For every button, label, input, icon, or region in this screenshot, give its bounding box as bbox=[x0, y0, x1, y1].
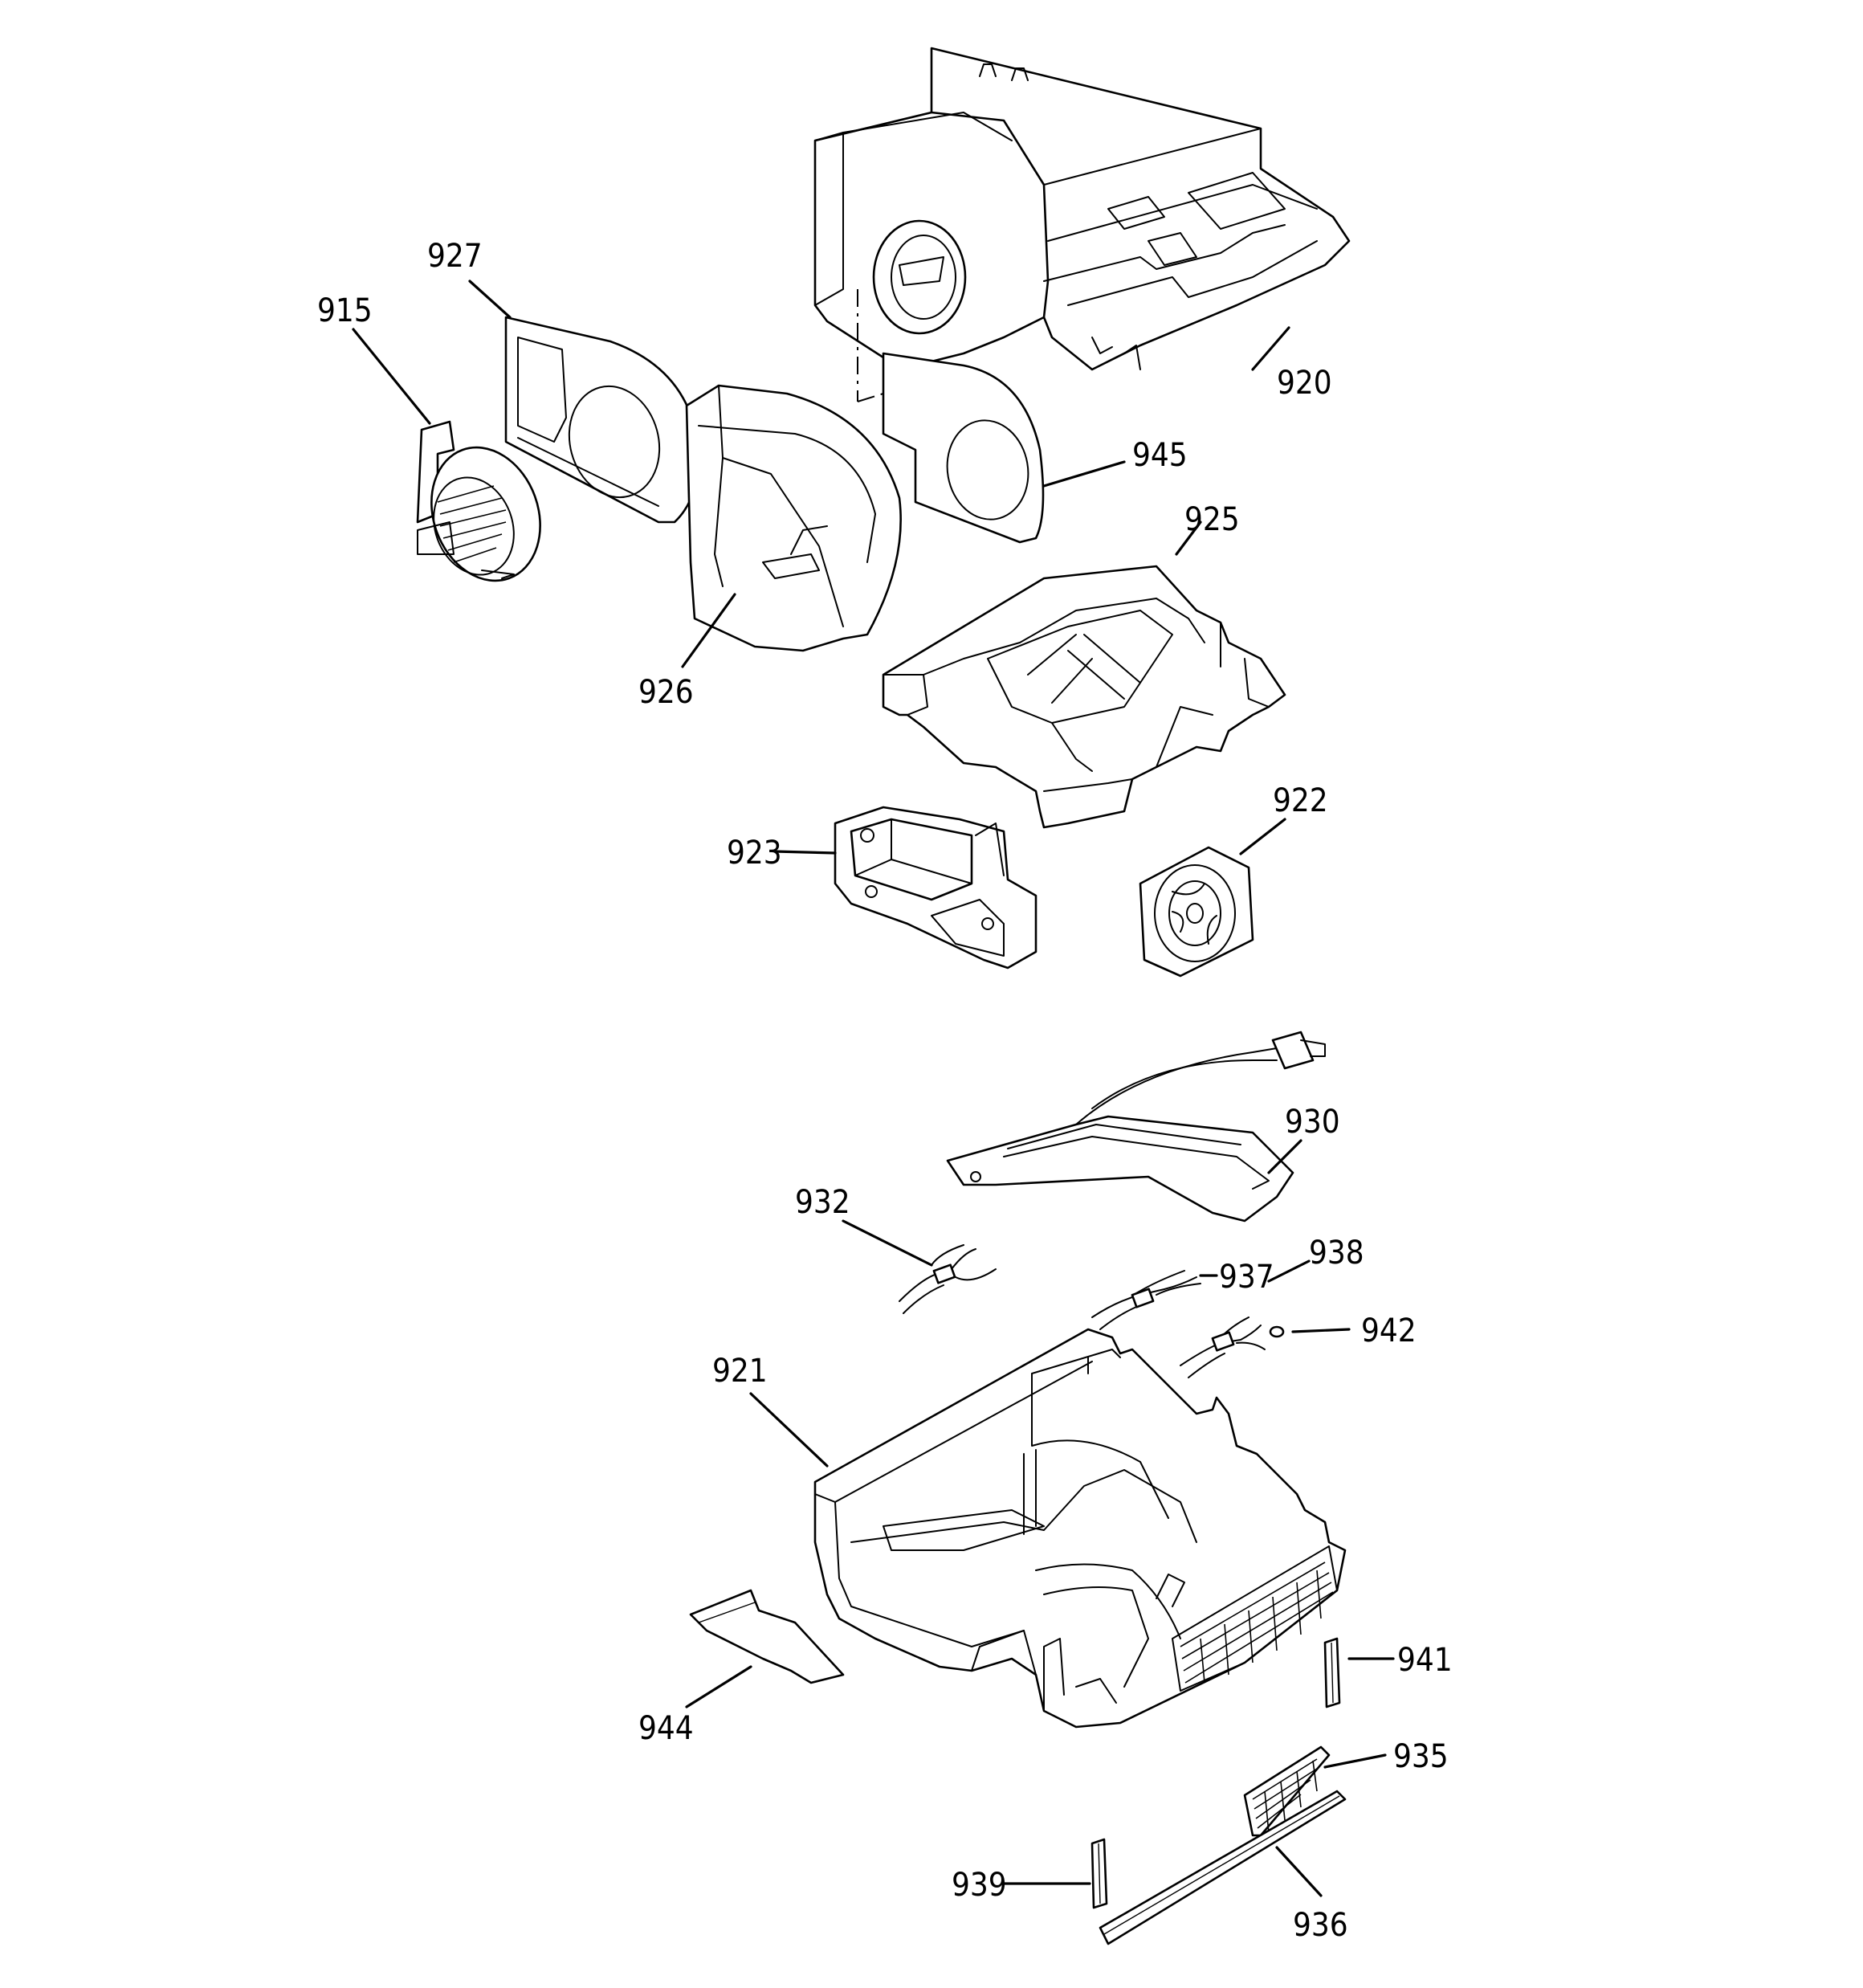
part-939-post bbox=[1090, 1838, 1108, 1909]
callout-942: 942 bbox=[1361, 1312, 1417, 1349]
callout-923: 923 bbox=[727, 835, 782, 872]
callout-926: 926 bbox=[638, 674, 694, 711]
part-925-frame bbox=[882, 565, 1286, 829]
leader-lines bbox=[352, 280, 1395, 1897]
alignment-line-920-b bbox=[857, 393, 884, 402]
part-921-bucket bbox=[813, 1328, 1347, 1729]
part-942-nut bbox=[1269, 1325, 1285, 1338]
callout-930: 930 bbox=[1285, 1104, 1340, 1141]
callout-941: 941 bbox=[1397, 1642, 1453, 1679]
callout-925: 925 bbox=[1184, 501, 1240, 538]
callout-937: 937 bbox=[1219, 1259, 1274, 1296]
part-937-clip bbox=[1091, 1270, 1201, 1330]
callout-915: 915 bbox=[317, 292, 373, 329]
part-920-housing bbox=[813, 47, 1351, 371]
callout-939: 939 bbox=[952, 1867, 1007, 1904]
part-927-gasket bbox=[504, 316, 700, 524]
part-932-clip bbox=[899, 1244, 997, 1314]
part-938-clip bbox=[1180, 1316, 1266, 1378]
callout-labels: 915 927 926 920 945 925 923 922 930 932 … bbox=[317, 238, 1453, 1944]
callout-938: 938 bbox=[1309, 1235, 1364, 1272]
part-926-duct bbox=[685, 384, 902, 652]
part-936-bar bbox=[1099, 1790, 1347, 1945]
callout-935: 935 bbox=[1393, 1738, 1449, 1775]
callout-922: 922 bbox=[1273, 782, 1328, 819]
callout-945: 945 bbox=[1132, 437, 1188, 474]
part-944-plate bbox=[689, 1589, 845, 1684]
part-922-fan bbox=[1139, 846, 1254, 978]
callout-932: 932 bbox=[795, 1184, 850, 1221]
callout-936: 936 bbox=[1293, 1907, 1348, 1944]
callout-920: 920 bbox=[1277, 365, 1332, 402]
part-945-seal bbox=[882, 352, 1045, 544]
part-915-auger-fan bbox=[416, 420, 541, 582]
callout-921: 921 bbox=[712, 1353, 768, 1390]
callout-944: 944 bbox=[638, 1710, 694, 1747]
part-930-heater bbox=[946, 1031, 1326, 1223]
callout-927: 927 bbox=[427, 238, 483, 275]
part-935-grille bbox=[1243, 1745, 1331, 1837]
part-923-control bbox=[834, 806, 1037, 970]
part-941-post bbox=[1323, 1637, 1341, 1708]
